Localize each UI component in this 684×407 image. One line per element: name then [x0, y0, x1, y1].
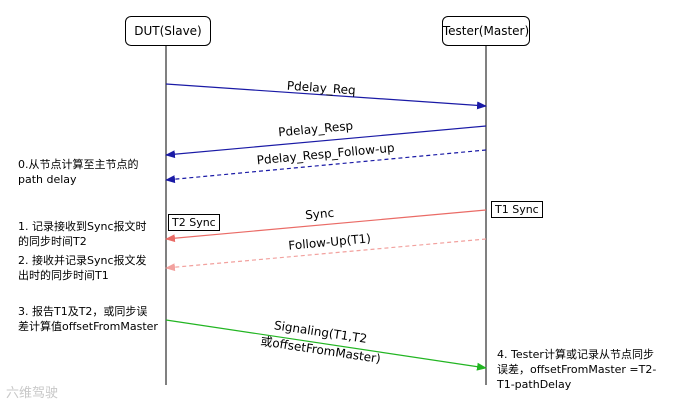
followup-label: Follow-Up(T1) — [288, 231, 372, 252]
note-record-t2-line2: 的同步时间T2 — [18, 235, 87, 248]
t1-sync-label: T1 Sync — [491, 201, 543, 218]
sync-label: Sync — [305, 206, 335, 223]
note-record-t1: 2. 接收并记录Sync报文发 出时的同步时间T1 — [18, 253, 147, 283]
note-report-line1: 3. 报告T1及T2，或同步误 — [18, 305, 148, 318]
note-record-t2-line1: 1. 记录接收到Sync报文时 — [18, 220, 147, 233]
signaling-arrow — [165, 319, 487, 371]
note-tester-compute-line3: T1-pathDelay — [497, 378, 572, 391]
t2-sync-label: T2 Sync — [168, 214, 220, 231]
dut-participant: DUT(Slave) — [125, 16, 211, 46]
followup-arrow — [165, 238, 487, 272]
note-path-delay-line1: 0.从节点计算至主节点的 — [18, 158, 139, 171]
note-report: 3. 报告T1及T2，或同步误 差计算值offsetFromMaster — [18, 304, 158, 334]
pdelay-resp-followup-arrow — [165, 149, 487, 184]
note-tester-compute: 4. Tester计算或记录从节点同步 误差，offsetFromMaster … — [497, 347, 656, 392]
note-record-t1-line2: 出时的同步时间T1 — [18, 269, 109, 282]
note-report-line2: 差计算值offsetFromMaster — [18, 320, 158, 333]
pdelay-req-arrow — [165, 83, 487, 110]
watermark: 六维驾驶 — [6, 386, 59, 401]
pdelay-resp-label: Pdelay_Resp — [278, 119, 354, 140]
tester-participant: Tester(Master) — [442, 16, 530, 46]
pdelay-req-label: Pdelay_Req — [286, 79, 356, 98]
note-record-t2: 1. 记录接收到Sync报文时 的同步时间T2 — [18, 219, 147, 249]
note-tester-compute-line1: 4. Tester计算或记录从节点同步 — [497, 348, 654, 361]
sync-arrow — [165, 209, 487, 243]
note-tester-compute-line2: 误差，offsetFromMaster =T2- — [497, 363, 657, 376]
note-record-t1-line1: 2. 接收并记录Sync报文发 — [18, 254, 147, 267]
note-path-delay: 0.从节点计算至主节点的 path delay — [18, 157, 139, 187]
note-path-delay-line2: path delay — [18, 173, 77, 186]
pdelay-resp-arrow — [165, 125, 487, 159]
